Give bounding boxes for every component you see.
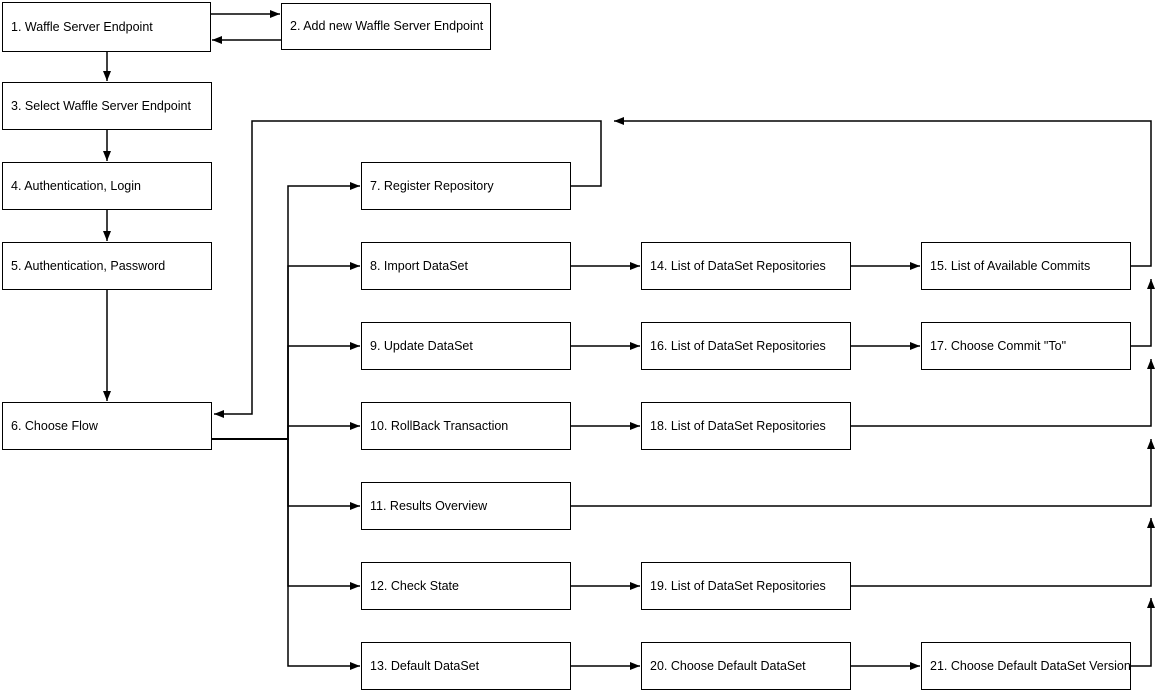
flow-node-label: 19. List of DataSet Repositories bbox=[650, 578, 826, 593]
flow-node-14: 14. List of DataSet Repositories bbox=[641, 242, 851, 290]
flow-node-label: 11. Results Overview bbox=[370, 498, 488, 513]
flow-edge-6-to-9 bbox=[211, 342, 360, 440]
flow-node-20: 20. Choose Default DataSet bbox=[641, 642, 851, 690]
flow-node-10: 10. RollBack Transaction bbox=[361, 402, 571, 450]
flow-node-label: 1. Waffle Server Endpoint bbox=[11, 19, 153, 34]
flow-node-label: 2. Add new Waffle Server Endpoint bbox=[290, 19, 484, 33]
flow-node-label: 3. Select Waffle Server Endpoint bbox=[11, 98, 191, 113]
flow-node-12: 12. Check State bbox=[361, 562, 571, 610]
flow-node-label: 7. Register Repository bbox=[370, 178, 494, 193]
flow-node-label: 15. List of Available Commits bbox=[930, 258, 1091, 273]
flow-node-7: 7. Register Repository bbox=[361, 162, 571, 210]
flow-node-label: 5. Authentication, Password bbox=[11, 258, 166, 273]
flow-node-9: 9. Update DataSet bbox=[361, 322, 571, 370]
flow-node-15: 15. List of Available Commits bbox=[921, 242, 1131, 290]
flow-node-1: 1. Waffle Server Endpoint bbox=[2, 2, 211, 52]
flow-node-6: 6. Choose Flow bbox=[2, 402, 212, 450]
flow-edge-17-to-6 bbox=[1131, 279, 1155, 347]
flow-node-4: 4. Authentication, Login bbox=[2, 162, 212, 210]
flow-node-21: 21. Choose Default DataSet Version bbox=[921, 642, 1131, 690]
flow-edge-11-to-6 bbox=[571, 439, 1155, 507]
flow-edge-6-to-12 bbox=[211, 438, 360, 590]
flow-node-13: 13. Default DataSet bbox=[361, 642, 571, 690]
flow-node-2: 2. Add new Waffle Server Endpoint bbox=[281, 3, 491, 50]
flow-node-label: 18. List of DataSet Repositories bbox=[650, 418, 826, 433]
flow-edge-15-to-6 bbox=[614, 117, 1152, 267]
flow-node-label: 14. List of DataSet Repositories bbox=[650, 258, 826, 273]
flow-edge-6-to-10 bbox=[211, 422, 360, 440]
flow-node-8: 8. Import DataSet bbox=[361, 242, 571, 290]
flow-node-17: 17. Choose Commit "To" bbox=[921, 322, 1131, 370]
flow-node-19: 19. List of DataSet Repositories bbox=[641, 562, 851, 610]
flow-node-18: 18. List of DataSet Repositories bbox=[641, 402, 851, 450]
flow-node-label: 16. List of DataSet Repositories bbox=[650, 338, 826, 353]
flow-node-label: 21. Choose Default DataSet Version bbox=[930, 658, 1131, 673]
flow-edge-6-to-7 bbox=[211, 182, 360, 440]
flow-node-label: 8. Import DataSet bbox=[370, 258, 468, 273]
flow-node-label: 12. Check State bbox=[370, 578, 459, 593]
flow-node-11: 11. Results Overview bbox=[361, 482, 571, 530]
flow-node-label: 4. Authentication, Login bbox=[11, 178, 141, 193]
flow-node-label: 20. Choose Default DataSet bbox=[650, 658, 806, 673]
flow-edge-6-to-13 bbox=[211, 438, 360, 670]
flow-edge-6-to-8 bbox=[211, 262, 360, 440]
flow-edge-19-to-6 bbox=[851, 518, 1155, 587]
flow-node-label: 10. RollBack Transaction bbox=[370, 418, 509, 433]
flow-edge-6-to-11 bbox=[211, 438, 360, 510]
flow-edge-21-to-6 bbox=[1131, 598, 1155, 667]
flow-edge-18-to-6 bbox=[851, 359, 1155, 427]
flow-node-label: 6. Choose Flow bbox=[11, 418, 98, 433]
flow-node-16: 16. List of DataSet Repositories bbox=[641, 322, 851, 370]
flow-node-label: 13. Default DataSet bbox=[370, 658, 480, 673]
flow-node-5: 5. Authentication, Password bbox=[2, 242, 212, 290]
flow-node-label: 17. Choose Commit "To" bbox=[930, 338, 1067, 353]
flow-node-3: 3. Select Waffle Server Endpoint bbox=[2, 82, 212, 130]
flow-node-label: 9. Update DataSet bbox=[370, 338, 473, 353]
flow-edge-7-to-6 bbox=[214, 120, 602, 418]
